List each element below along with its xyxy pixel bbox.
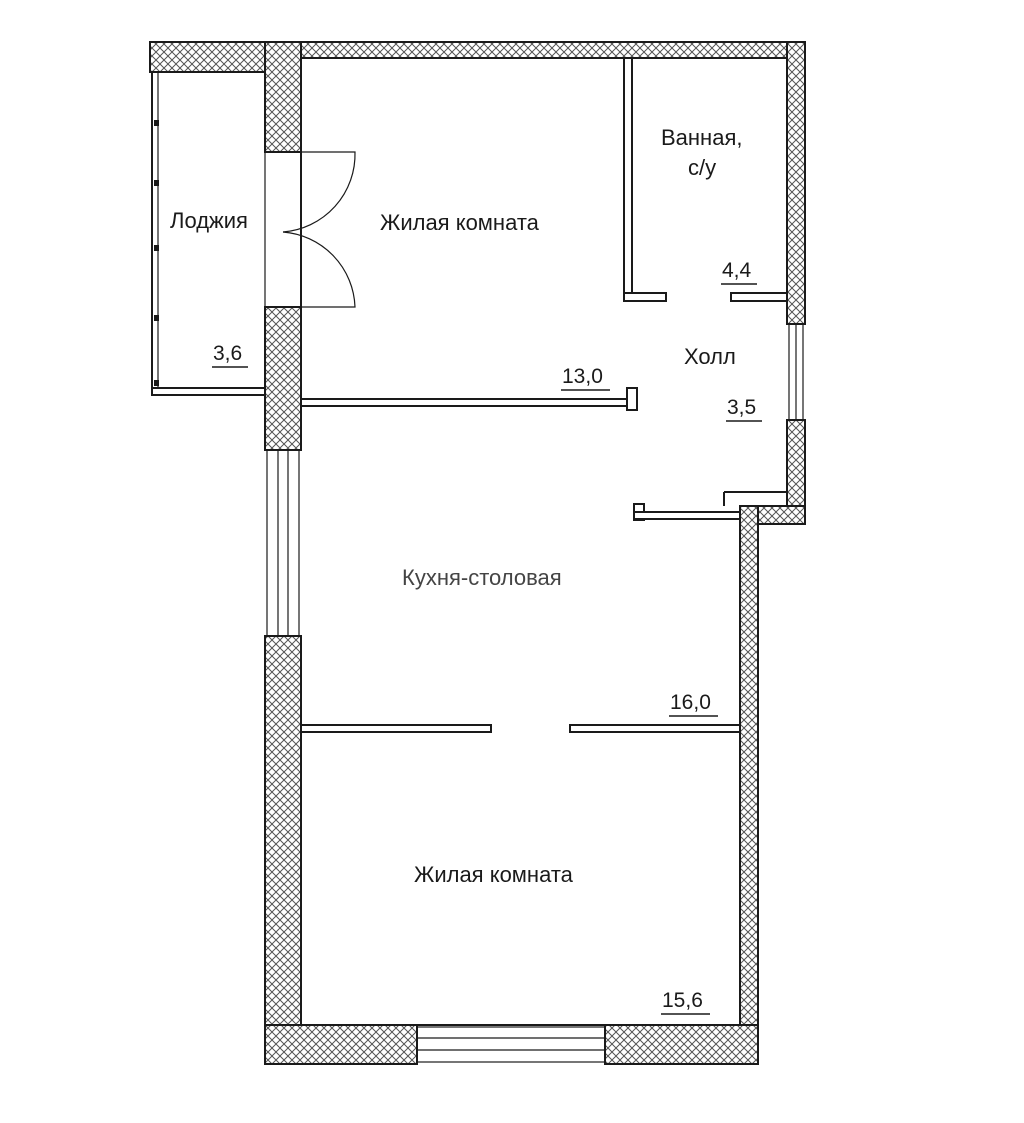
partition-kitchen-bedroom2-right (569, 724, 741, 733)
loggia-structure (151, 72, 266, 396)
loggia-label: Лоджия (170, 208, 248, 233)
balcony-door[interactable] (264, 151, 356, 308)
wall-left-upper (264, 41, 302, 153)
wall-top (284, 41, 806, 59)
partitions (300, 57, 788, 733)
wall-outlines (300, 57, 787, 1026)
partition-bathroom-left (623, 57, 633, 302)
partition-bedroom1-kitchen (300, 398, 629, 407)
wall-bottom-right (604, 1024, 759, 1065)
bedroom1-area: 13,0 (562, 365, 603, 388)
loggia-area: 3,6 (213, 342, 242, 365)
bedroom2-area: 15,6 (662, 989, 703, 1012)
hall-area: 3,5 (727, 396, 756, 419)
partition-kitchen-bedroom2-left (300, 724, 492, 733)
window-kitchen (266, 449, 300, 637)
bathroom-label-line2: с/у (688, 155, 716, 180)
wall-left-mid (264, 306, 302, 451)
wall-left-lower (264, 635, 302, 1065)
hall-label: Холл (684, 344, 736, 369)
bathroom-area: 4,4 (722, 259, 752, 282)
bedroom1-label: Жилая комната (380, 210, 540, 235)
window-bedroom2 (416, 1026, 606, 1063)
windows (266, 323, 804, 1063)
bathroom-label-line1: Ванная, (661, 125, 742, 150)
wall-bottom-left (264, 1024, 418, 1065)
kitchen-label: Кухня-столовая (402, 565, 562, 590)
room-labels: Лоджия 3,6 Жилая комната 13,0 Ванная, с/… (170, 125, 762, 1015)
wall-right-upper (786, 41, 806, 325)
exterior-walls (149, 41, 806, 1065)
wall-right-lower (739, 505, 759, 1065)
bedroom2-label: Жилая комната (414, 862, 574, 887)
kitchen-area: 16,0 (670, 691, 711, 714)
